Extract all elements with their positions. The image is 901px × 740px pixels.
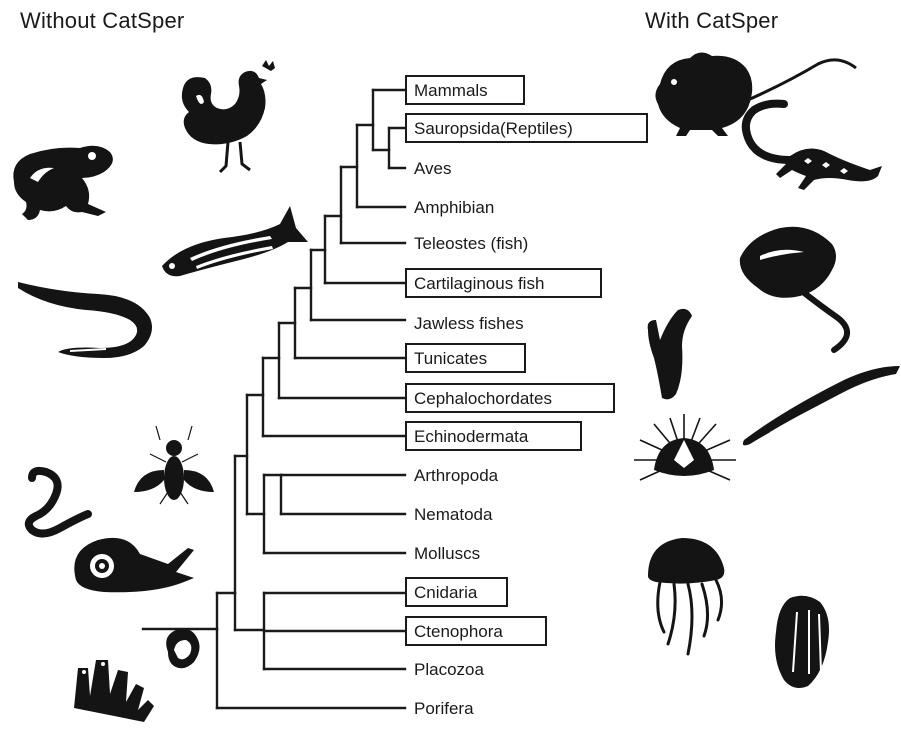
taxon-label: Amphibian	[414, 198, 494, 217]
taxon-label: Cephalochordates	[414, 389, 552, 408]
lizard-icon	[746, 104, 882, 190]
taxon-label: Nematoda	[414, 505, 493, 524]
taxon-label: Tunicates	[414, 349, 487, 368]
taxon-label: Cnidaria	[414, 583, 478, 602]
taxon-label: Teleostes (fish)	[414, 234, 528, 253]
zebrafish-icon	[162, 206, 308, 276]
placozoa-icon	[166, 629, 199, 668]
tree-branches	[143, 90, 405, 708]
taxon-label: Molluscs	[414, 544, 480, 563]
snail-icon	[74, 538, 194, 592]
sponge-icon	[74, 660, 154, 722]
taxon-labels: Mammals Sauropsida(Reptiles) Aves Amphib…	[406, 76, 647, 718]
taxon-label: Cartilaginous fish	[414, 274, 544, 293]
sea-urchin-icon	[634, 414, 736, 480]
fly-icon	[134, 426, 214, 504]
taxon-label: Echinodermata	[414, 427, 529, 446]
stingray-icon	[740, 227, 847, 350]
jellyfish-icon	[648, 538, 724, 654]
taxon-label: Mammals	[414, 81, 488, 100]
lancelet-icon	[743, 366, 900, 445]
rooster-icon	[182, 60, 275, 172]
taxon-label: Porifera	[414, 699, 474, 718]
taxon-label: Sauropsida(Reptiles)	[414, 119, 573, 138]
ctenophore-icon	[775, 596, 829, 688]
tunicate-icon	[648, 298, 692, 399]
taxon-label: Arthropoda	[414, 466, 499, 485]
taxon-label: Aves	[414, 159, 452, 178]
taxon-label: Ctenophora	[414, 622, 503, 641]
taxon-label: Placozoa	[414, 660, 484, 679]
nematode-icon	[29, 471, 88, 534]
mouse-icon	[655, 52, 856, 136]
lamprey-icon	[18, 282, 152, 358]
frog-icon	[13, 146, 113, 220]
taxon-label: Jawless fishes	[414, 314, 524, 333]
